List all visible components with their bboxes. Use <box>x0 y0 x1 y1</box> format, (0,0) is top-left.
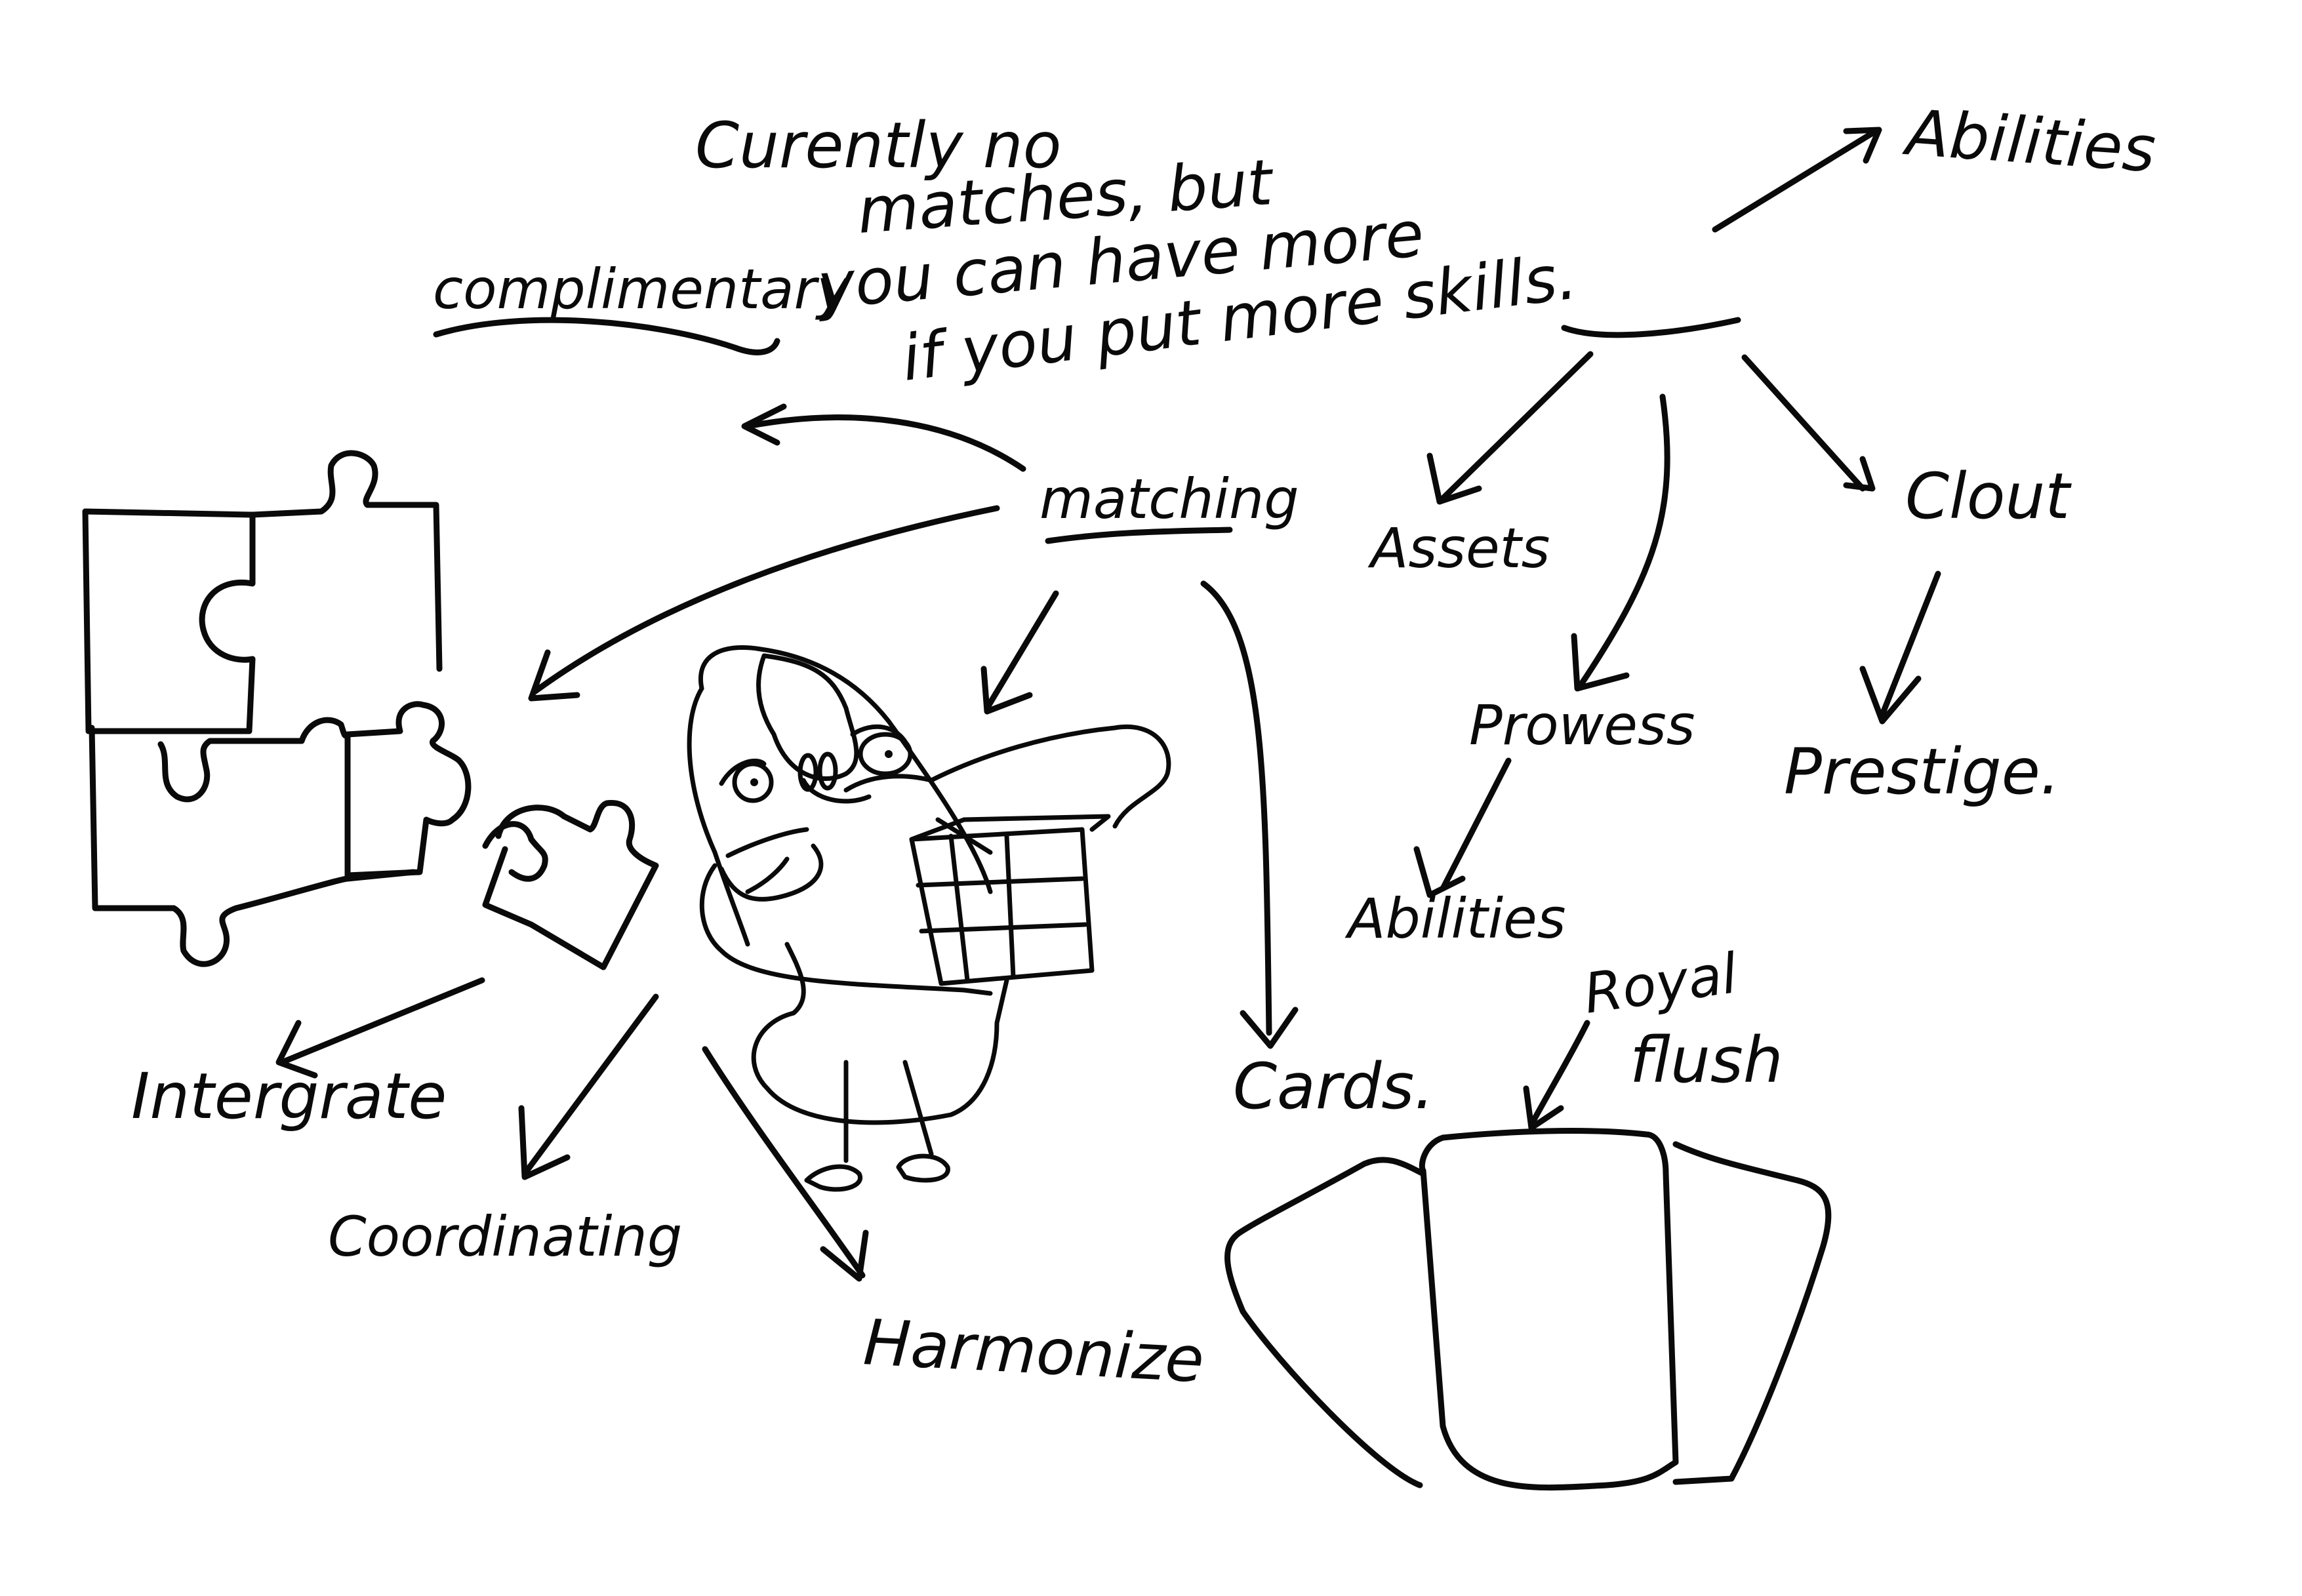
arrow-matching-to-character <box>980 590 1059 715</box>
character-holding-cube-icon <box>687 645 1171 1192</box>
intergrate-label: Intergrate <box>131 1060 447 1133</box>
note-line-1: Curently no <box>695 109 1061 182</box>
arrow-skills-to-clout <box>1741 354 1876 492</box>
complimentary-underline <box>433 317 780 355</box>
clout-label: Clout <box>1905 460 2072 533</box>
arrow-matching-to-complimentary <box>741 403 1026 472</box>
arrow-prowess-to-abilities <box>1413 757 1512 898</box>
playing-cards-icon <box>1224 1128 1832 1491</box>
cards-label: Cards. <box>1233 1050 1434 1123</box>
arrow-matching-to-cards <box>1200 580 1299 1049</box>
arrow-skills-to-assets <box>1426 351 1594 505</box>
abilities-bottom-label: Abilities <box>1344 887 1566 951</box>
arrow-puzzle-to-intergrate <box>275 977 485 1079</box>
arrow-matching-to-puzzle <box>528 505 1000 702</box>
arrow-clout-to-prestige <box>1859 570 1941 725</box>
arrow-skills-to-abilities <box>1712 127 1882 233</box>
assets-label: Assets <box>1367 516 1550 580</box>
puzzle-pieces-icon <box>82 450 659 970</box>
arrow-character-to-harmonize <box>702 1046 869 1282</box>
royal-label: Royal <box>1580 941 1741 1026</box>
complimentary-label: complimentary <box>433 257 850 321</box>
arrow-skills-to-prowess <box>1571 393 1670 692</box>
arrow-puzzle-to-coordinating <box>518 993 659 1180</box>
harmonize-label: Harmonize <box>862 1306 1206 1397</box>
matching-label: matching <box>1040 467 1299 531</box>
flush-label: flush <box>1630 1024 1783 1097</box>
matching-underline <box>1045 527 1233 544</box>
coordinating-label: Coordinating <box>328 1205 682 1269</box>
abilities-top-label: Abilities <box>1900 96 2158 187</box>
prowess-label: Prowess <box>1469 693 1695 757</box>
arrow-royal-flush-to-cards <box>1523 1020 1590 1131</box>
skills-underline <box>1561 317 1741 338</box>
prestige-label: Prestige. <box>1784 735 2060 808</box>
